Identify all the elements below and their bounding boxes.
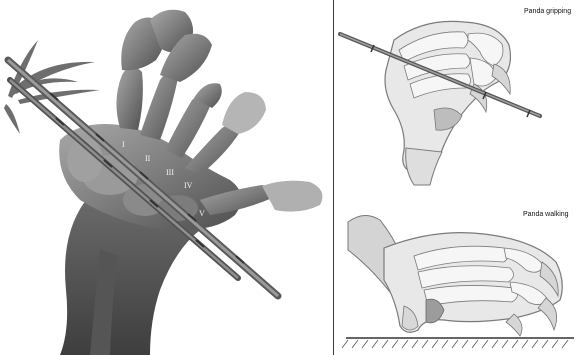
digit-label-3: III: [166, 168, 174, 177]
digit-label-2: II: [145, 154, 150, 163]
skeleton-photo: [0, 0, 333, 355]
gripping-hand-drawing: [340, 21, 540, 185]
digit-label-1: I: [122, 140, 125, 149]
digit-label-4: IV: [184, 181, 192, 190]
skeleton-photo-panel: I II III IV V: [0, 0, 333, 355]
drawing-panel: Panda gripping Panda walking: [334, 0, 581, 355]
panda-hand-drawings: [334, 0, 581, 355]
ground-hatching: [342, 340, 568, 348]
walking-hand-drawing: [342, 215, 574, 348]
digit-label-5: V: [199, 209, 205, 218]
